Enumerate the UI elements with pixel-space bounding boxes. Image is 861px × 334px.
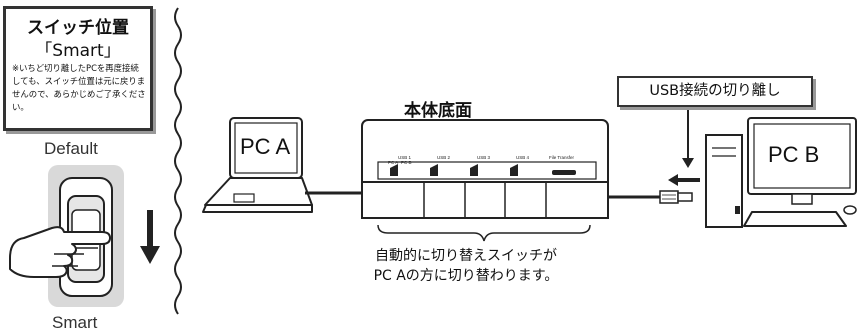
usb-plug-icon	[659, 190, 693, 204]
wavy-divider	[174, 7, 182, 315]
port-label-usb4: USB 4	[516, 155, 530, 160]
caption-line-2: PC Aの方に切り替わります。	[373, 268, 559, 284]
pc-a-label: PC A	[240, 134, 291, 159]
note-box: スイッチ位置 「Smart」 ※いちど切り離したPCを再度接続しても、スイッチ位…	[3, 6, 153, 131]
pc-b-label: PC B	[768, 142, 820, 167]
left-arrow-icon	[668, 174, 700, 186]
port-label-usb1: USB 1	[398, 155, 412, 160]
note-body: ※いちど切り離したPCを再度接続しても、スイッチ位置は元に戻りませんので、あらか…	[12, 63, 146, 112]
default-label: Default	[44, 139, 98, 158]
laptop-pc-a-icon	[202, 117, 313, 213]
callout-arrow-icon	[682, 110, 694, 168]
caption-line-1: 自動的に切り替えスイッチが	[375, 248, 557, 264]
port-label-file-transfer: File Transfer	[549, 155, 575, 160]
hand-icon	[9, 226, 111, 278]
desktop-pc-b-icon	[705, 117, 857, 228]
callout-box: USB接続の切り離し	[617, 76, 813, 107]
switch-unit: USB 1 USB 2 USB 3 USB 4 File Transfer PC…	[361, 119, 609, 219]
caption: 自動的に切り替えスイッチが PC Aの方に切り替わります。	[346, 246, 586, 286]
note-title: スイッチ位置	[27, 18, 129, 38]
brace	[377, 224, 591, 242]
smart-label: Smart	[52, 313, 98, 332]
note-mode: 「Smart」	[35, 41, 121, 61]
sub-label-pc-b: PC B	[401, 160, 412, 165]
sub-label-pc-a: PC A	[388, 160, 398, 165]
port-label-usb2: USB 2	[437, 155, 451, 160]
down-arrow-icon	[140, 210, 160, 264]
unit-title: 本体底面	[404, 101, 472, 121]
port-label-usb3: USB 3	[477, 155, 491, 160]
